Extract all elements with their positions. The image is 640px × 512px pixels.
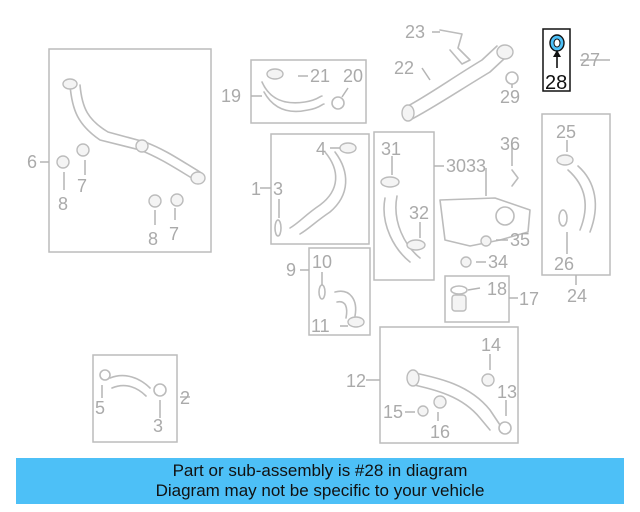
callout-19: 19 [221,86,241,106]
callout-28-highlighted: 28 [545,72,567,94]
callout-29: 29 [500,87,520,107]
group-box-17-18 [444,275,510,323]
callout-15: 15 [383,402,403,422]
callout-31: 31 [381,139,401,159]
callout-14: 14 [481,335,501,355]
callout-18: 18 [487,279,507,299]
callout-21: 21 [310,66,330,86]
callout-4: 4 [316,139,326,159]
callout-6: 6 [27,152,37,172]
coolant-pipe-long [62,78,206,185]
pipe-2 [99,369,167,397]
arrow-head-28 [553,50,561,57]
group-box-2-3-5 [92,354,178,443]
callout-3033: 3033 [446,156,486,176]
info-banner: Part or sub-assembly is #28 in diagram D… [16,458,624,504]
callout-22: 22 [394,58,414,78]
callout-1: 1 [251,179,261,199]
callout-9: 9 [286,260,296,280]
clamp-29 [505,71,519,85]
group-box-27-28 [542,28,571,92]
parts-diagram: 6 7 8 8 7 19 21 20 1 3 4 31 3033 32 36 3… [27,22,611,444]
callout-32: 32 [409,203,429,223]
callout-7b: 7 [169,224,179,244]
banner-line-part-number: Part or sub-assembly is #28 in diagram [172,461,468,480]
banner-line-disclaimer: Diagram may not be specific to your vehi… [155,481,485,500]
pipe-12 [406,369,512,435]
callout-12: 12 [346,371,366,391]
hose-19 [261,68,325,113]
group-box-19-20-21 [250,59,367,124]
bushing-8b [148,194,162,208]
pipe-22 [401,29,514,122]
bushing-8a [56,155,70,169]
callout-36: 36 [500,134,520,154]
callout-13: 13 [497,382,517,402]
callout-20: 20 [343,66,363,86]
group-box-9-10-11 [308,247,371,336]
hose-24 [556,154,597,233]
callout-27: 27 [580,50,600,70]
callout-2: 2 [180,388,190,408]
callout-26: 26 [554,254,574,274]
callout-34: 34 [488,252,508,272]
callout-24: 24 [567,286,587,306]
callout-7a: 7 [77,176,87,196]
hose-4 [274,142,357,237]
grommet-7b [170,193,184,207]
group-box-30-33 [373,131,435,281]
callout-25: 25 [556,122,576,142]
callout-23: 23 [405,22,425,42]
callout-35: 35 [510,230,530,250]
clamp-28-highlighted [549,34,565,52]
callout-16: 16 [430,422,450,442]
callout-3b: 3 [153,416,163,436]
callout-17: 17 [519,289,539,309]
callout-8a: 8 [58,194,68,214]
callout-8b: 8 [148,229,158,249]
hose-31 [380,176,426,263]
sensor-18 [450,285,468,312]
callout-11: 11 [311,316,330,336]
leader-lines [40,31,610,421]
callout-5: 5 [95,398,105,418]
callout-labels: 6 7 8 8 7 19 21 20 1 3 4 31 3033 32 36 3… [27,22,600,442]
group-box-1-3-4 [270,133,370,245]
thermostat-housing [439,169,531,268]
clamp-20 [331,96,345,110]
group-box-12-16 [379,326,519,444]
group-box-6-7-8 [48,48,212,253]
callout-10: 10 [312,252,332,272]
callout-3a: 3 [273,179,283,199]
hose-9 [318,284,365,328]
grommet-7a [76,143,90,157]
